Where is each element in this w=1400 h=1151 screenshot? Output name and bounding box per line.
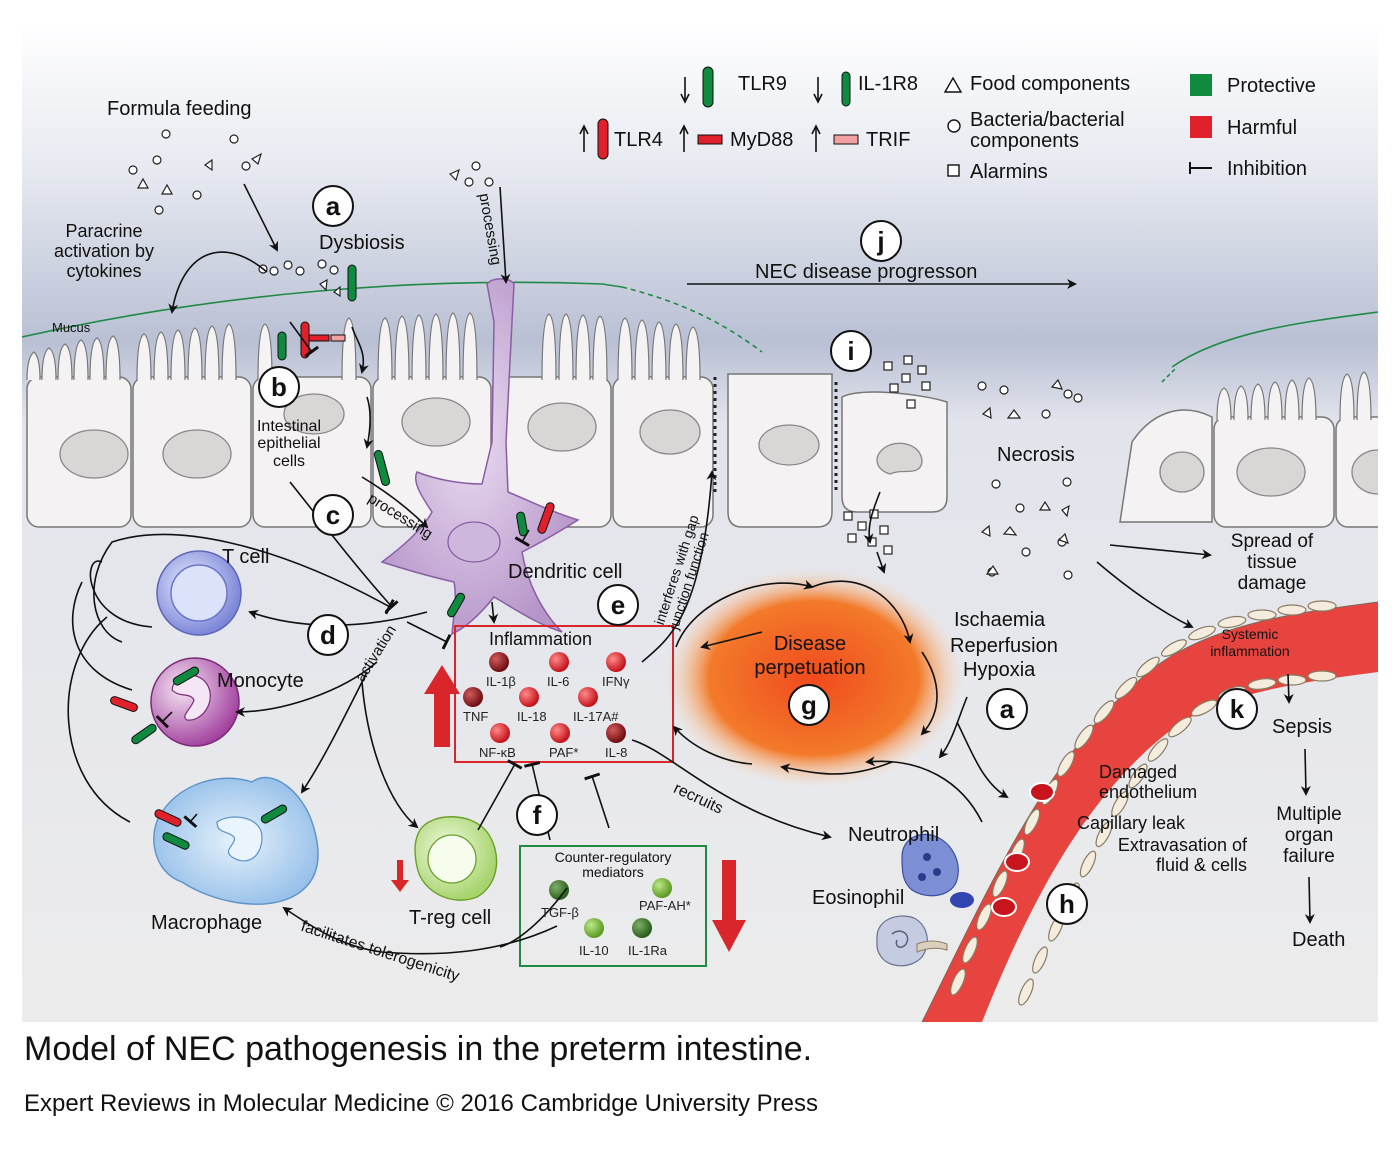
mediator-label-tgfb: TGF-β <box>541 905 579 920</box>
cytokine-ball <box>489 652 509 672</box>
mediator-label-pafah: PAF-AH* <box>639 898 691 913</box>
diagram-graphics <box>22 22 1378 1022</box>
label-monocyte: Monocyte <box>217 670 304 692</box>
figure-credit: Expert Reviews in Molecular Medicine © 2… <box>24 1090 818 1117</box>
panel-letter-j: j <box>860 220 902 262</box>
cytokine-label-nfkb: NF-κB <box>479 745 516 760</box>
label-nec-progression: NEC disease progresson <box>755 261 978 283</box>
label-formula-feeding: Formula feeding <box>107 98 252 120</box>
label-disease-perpetuation: Disease perpetuation <box>754 633 866 679</box>
diagram-frame: TLR9 IL-1R8 TLR4 MyD88 TRIF Food compone… <box>22 22 1378 1022</box>
label-counter-regulatory: Counter-regulatory mediators <box>554 849 672 880</box>
label-intestinal-epithelial: Intestinal epithelial cells <box>256 418 322 470</box>
panel-letter-a-second: a <box>986 688 1028 730</box>
label-hypoxia: Hypoxia <box>963 659 1036 681</box>
legend-tlr4: TLR4 <box>614 129 663 151</box>
legend-myd88: MyD88 <box>730 129 794 151</box>
label-dendritic-cell: Dendritic cell <box>508 561 623 583</box>
panel-letter-g: g <box>788 684 830 726</box>
mediator-ball <box>549 880 569 900</box>
cytokine-ball <box>463 687 483 707</box>
label-treg: T-reg cell <box>409 907 492 929</box>
cytokine-label-il6: IL-6 <box>547 674 570 689</box>
cytokine-label-il17a: IL-17A# <box>573 709 619 724</box>
label-dysbiosis: Dysbiosis <box>319 232 405 254</box>
mediator-ball <box>652 878 672 898</box>
label-inflammation: Inflammation <box>489 629 593 649</box>
label-ischaemia: Ischaemia <box>954 609 1046 631</box>
cytokine-ball <box>578 687 598 707</box>
mediator-ball <box>632 918 652 938</box>
mediator-ball <box>584 918 604 938</box>
legend-food: Food components <box>970 73 1131 95</box>
label-macrophage: Macrophage <box>151 912 263 934</box>
label-mucus: Mucus <box>52 320 91 335</box>
label-neutrophil: Neutrophil <box>848 824 940 846</box>
panel-letter-d: d <box>307 614 349 656</box>
cytokine-label-ifng: IFNγ <box>602 674 630 689</box>
legend-harmful: Harmful <box>1227 117 1298 139</box>
label-multiple-organ: Multiple organ failure <box>1276 804 1342 867</box>
panel-letter-b: b <box>258 366 300 408</box>
label-paracrine: Paracrine activation by cytokines <box>53 221 155 281</box>
legend-trif: TRIF <box>866 129 911 151</box>
cytokine-ball <box>606 652 626 672</box>
label-reperfusion: Reperfusion <box>950 635 1058 657</box>
label-t-cell: T cell <box>222 546 270 568</box>
mediator-label-il1ra: IL-1Ra <box>628 943 668 958</box>
panel-letter-h: h <box>1046 883 1088 925</box>
counter-mediator-balls <box>549 878 672 938</box>
legend-alarmins: Alarmins <box>970 161 1048 183</box>
cytokine-ball <box>519 687 539 707</box>
label-extravasation: Extravasation of fluid & cells <box>1117 835 1247 876</box>
legend-bacteria: Bacteria/bacterial components <box>970 109 1125 152</box>
panel-letter-a: a <box>312 185 354 227</box>
panel-letter-f: f <box>516 794 558 836</box>
legend-protective: Protective <box>1227 75 1316 97</box>
label-damaged-endothelium: Damaged endothelium <box>1099 762 1198 803</box>
panel-letter-e: e <box>597 584 639 626</box>
label-death: Death <box>1292 929 1346 951</box>
cytokine-label-il1b: IL-1β <box>486 674 516 689</box>
cytokine-label-il18: IL-18 <box>517 709 547 724</box>
panel-letter-k: k <box>1216 688 1258 730</box>
cytokine-label-tnf: TNF <box>463 709 489 724</box>
label-eosinophil: Eosinophil <box>812 887 905 909</box>
inflammation-cytokine-balls <box>463 652 626 743</box>
legend-inhibition: Inhibition <box>1227 158 1308 180</box>
cytokine-label-paf: PAF* <box>549 745 579 760</box>
label-capillary-leak: Capillary leak <box>1077 813 1186 833</box>
mediator-label-il10: IL-10 <box>579 943 609 958</box>
cytokine-ball <box>490 723 510 743</box>
cytokine-ball <box>549 652 569 672</box>
label-sepsis: Sepsis <box>1272 716 1333 738</box>
panel-letter-c: c <box>312 494 354 536</box>
legend-il1r8: IL-1R8 <box>858 73 919 95</box>
cytokine-label-il8: IL-8 <box>605 745 628 760</box>
label-systemic-inflammation: Systemic inflammation <box>1210 626 1290 659</box>
label-necrosis: Necrosis <box>997 444 1075 466</box>
cytokine-ball <box>606 723 626 743</box>
cytokine-ball <box>550 723 570 743</box>
label-spread: Spread of tissue damage <box>1230 531 1314 594</box>
figure-caption: Model of NEC pathogenesis in the preterm… <box>24 1030 813 1068</box>
legend-tlr9: TLR9 <box>738 73 787 95</box>
panel-letter-i: i <box>830 330 872 372</box>
